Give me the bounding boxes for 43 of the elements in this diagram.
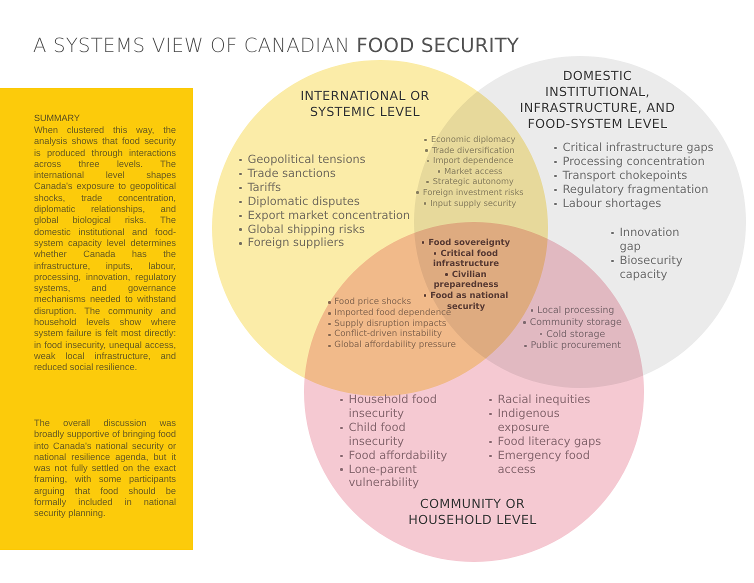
list-item: Public procurement bbox=[505, 340, 640, 352]
list-item: Household food insecurity bbox=[339, 393, 464, 421]
list-item: Economic diplomacy bbox=[405, 134, 535, 145]
list-item: Foreign investment risks bbox=[405, 186, 535, 198]
list-item: Conflict-driven instability bbox=[327, 329, 457, 340]
list-item: Cold storage bbox=[505, 328, 640, 340]
list-item: Trade diversification bbox=[405, 144, 535, 156]
list-item: Labour shortages bbox=[553, 196, 743, 211]
summary-paragraph: The overall discussion was broadly supportive of bringing food into Canada's national security or national resilience agenda, but it was not fully settled on the exact framing, with some participants arguing that food should be formally included in national security planning. bbox=[34, 418, 176, 520]
list-item: Innovation gap bbox=[610, 226, 700, 254]
list-item: Food literacy gaps bbox=[488, 434, 608, 449]
circle-heading: DOMESTIC INSTITUTIONAL, INFRASTRUCTURE, AND FOOD-SYSTEM LEVEL bbox=[518, 68, 676, 132]
list-item: Input supply security bbox=[405, 198, 535, 208]
list-item: Biosecurity capacity bbox=[610, 254, 700, 282]
list-item: Local processing bbox=[505, 305, 640, 317]
list-item: Supply disruption impacts bbox=[327, 318, 457, 330]
list-item: Regulatory fragmentation bbox=[553, 182, 743, 197]
list-item: Export market concentration bbox=[238, 208, 423, 223]
list-item: Global shipping risks bbox=[238, 222, 423, 236]
list-item: Transport chokepoints bbox=[553, 168, 743, 183]
list-item: Lone-parent vulnerability bbox=[339, 462, 464, 490]
list-item: Critical food infrastructure bbox=[420, 248, 512, 269]
list-item: Global affordability pressure bbox=[327, 340, 457, 351]
list-item: Indigenous exposure bbox=[488, 406, 608, 435]
list-item: Foreign suppliers bbox=[238, 236, 423, 250]
list-item: Civilian preparedness bbox=[420, 268, 512, 290]
circle-heading: INTERNATIONAL OR SYSTEMIC LEVEL bbox=[299, 88, 431, 120]
list-item: Racial inequities bbox=[488, 393, 608, 407]
list-item: Emergency food access bbox=[488, 448, 608, 476]
summary-heading: SUMMARY bbox=[34, 113, 80, 123]
circle-heading: COMMUNITY OR HOUSEHOLD LEVEL bbox=[407, 496, 538, 528]
summary-panel bbox=[0, 88, 193, 550]
list-item: Strategic autonomy bbox=[405, 176, 535, 187]
list-item: Import dependence bbox=[405, 155, 535, 166]
summary-paragraph: When clustered this way, the analysis shows that food security is produced through interactions across three levels. The international level shapes Canada's exposure to geopolitical shocks, trade concentration, diplomatic relationships, and global biological risks. The domestic institutional and food-system capacity level determines whether Canada has the infrastructure, inputs, labour, processing, innovation, regulatory systems, and governance mechanisms needed to withstand disruption. The community and household levels show where system failure is felt most directly: in food insecurity, unequal access, weak local infrastructure, and reduced social resilience. bbox=[34, 125, 176, 374]
list-item: Critical infrastructure gaps bbox=[553, 141, 743, 155]
list-item: Community storage bbox=[505, 316, 640, 329]
list-item: Child food insecurity bbox=[339, 420, 464, 449]
list-item: Market access bbox=[405, 166, 535, 176]
list-item: Food sovereignty bbox=[420, 237, 512, 248]
title: A SYSTEMS VIEW OF CANADIAN FOOD SECURITY bbox=[33, 34, 520, 57]
list-item: Food affordability bbox=[339, 448, 464, 463]
list-item: Processing concentration bbox=[553, 154, 743, 169]
